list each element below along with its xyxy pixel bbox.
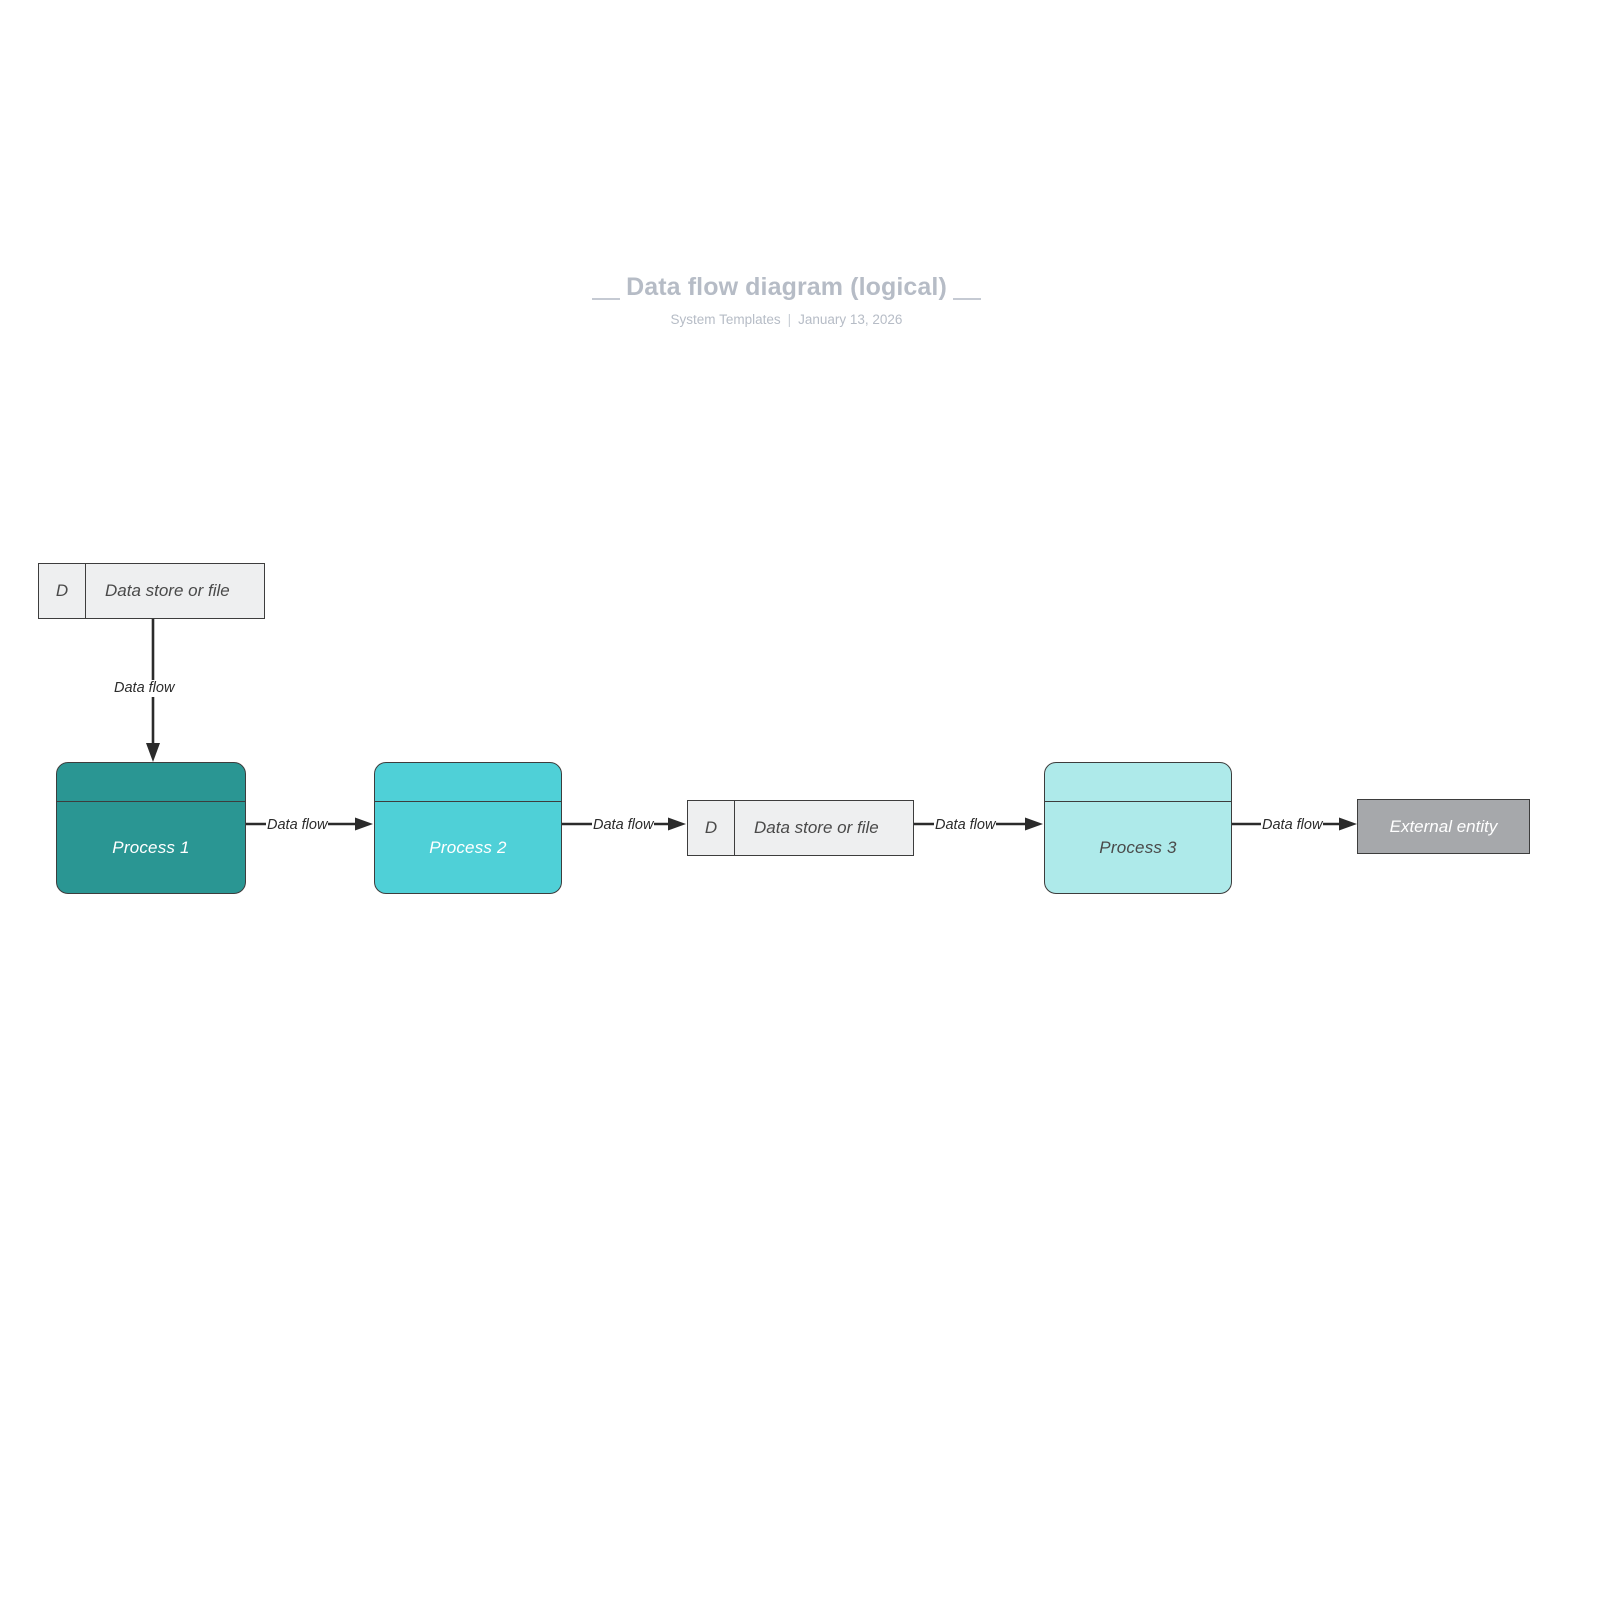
datastore-top-key: D <box>39 564 86 618</box>
subtitle-separator: | <box>787 312 792 327</box>
process-1[interactable]: Process 1 <box>56 762 246 894</box>
title-block: Data flow diagram (logical) System Templ… <box>592 272 981 328</box>
process-1-band <box>57 763 245 802</box>
process-2[interactable]: Process 2 <box>374 762 562 894</box>
process-2-label: Process 2 <box>429 837 507 857</box>
process-3-label: Process 3 <box>1099 837 1177 857</box>
flow-label-datastore-top-to-process1: Data flow <box>113 680 176 697</box>
page-title: Data flow diagram (logical) <box>620 272 953 302</box>
datastore-top-name: Data store or file <box>105 581 230 600</box>
title-subtitle: System Templates | January 13, 2026 <box>592 311 981 328</box>
process-2-band <box>375 763 561 802</box>
process-1-body: Process 1 <box>57 802 245 893</box>
datastore-mid-key: D <box>688 801 735 855</box>
process-1-label: Process 1 <box>112 837 190 857</box>
datastore-mid[interactable]: D Data store or file <box>687 800 914 856</box>
flow-label-process3-to-entity: Data flow <box>1261 817 1324 834</box>
process-3-body: Process 3 <box>1045 802 1231 893</box>
process-3[interactable]: Process 3 <box>1044 762 1232 894</box>
flow-label-process1-to-process2: Data flow <box>266 817 329 834</box>
external-entity-label: External entity <box>1389 816 1498 836</box>
process-3-band <box>1045 763 1231 802</box>
datastore-mid-name: Data store or file <box>754 818 879 837</box>
flow-label-process2-to-datastore-mid: Data flow <box>592 817 655 834</box>
datastore-top[interactable]: D Data store or file <box>38 563 265 619</box>
process-2-body: Process 2 <box>375 802 561 893</box>
flow-label-datastore-mid-to-process3: Data flow <box>934 817 997 834</box>
external-entity[interactable]: External entity <box>1357 799 1530 854</box>
subtitle-date: January 13, 2026 <box>798 312 903 327</box>
subtitle-author: System Templates <box>670 312 781 327</box>
